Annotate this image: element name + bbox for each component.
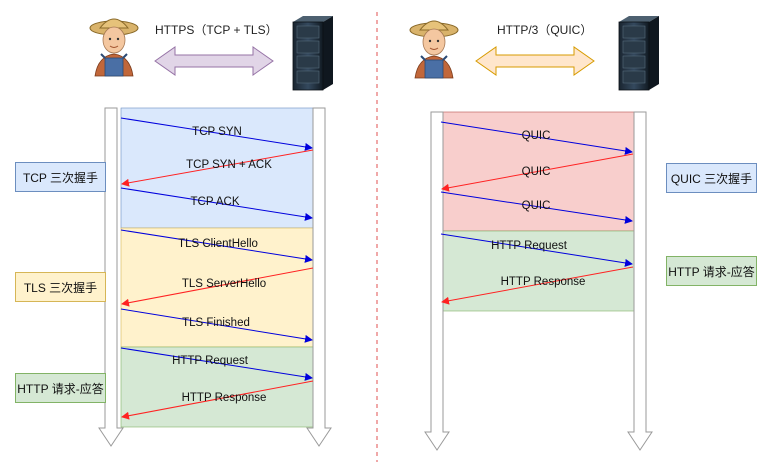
right-client-lifeline	[424, 111, 450, 451]
right-arrow-quic-1	[440, 121, 633, 155]
left-arrow-http-request	[120, 347, 313, 381]
msg-label-tls-clienthello: TLS ClientHello	[178, 238, 258, 250]
farmer-avatar-icon	[89, 18, 139, 77]
left-arrow-tcp-ack	[120, 187, 313, 221]
msg-label-http-response-right: HTTP Response	[500, 276, 586, 288]
left-server-lifeline	[306, 107, 332, 447]
right-arrow-http-response	[441, 266, 634, 305]
msg-label-tcp-ack: TCP ACK	[190, 196, 240, 208]
msg-label-tcp-syn: TCP SYN	[192, 126, 242, 138]
msg-label-http-request-left: HTTP Request	[172, 355, 248, 367]
left-arrow-tcp-syn	[120, 117, 313, 151]
left-title: HTTPS（TCP + TLS）	[155, 23, 278, 37]
right-arrow-quic-2	[441, 153, 634, 192]
phase-label-http-left: HTTP 请求-应答	[15, 373, 106, 403]
left-arrow-tls-finished	[120, 308, 313, 343]
farmer-avatar-icon	[409, 20, 459, 79]
left-arrow-tls-serverhello	[121, 267, 314, 307]
server-rack-icon	[292, 16, 333, 91]
left-arrow-tls-clienthello	[120, 229, 313, 263]
msg-label-tcp-synack: TCP SYN + ACK	[186, 159, 272, 171]
left-phase-tls-bg	[120, 227, 316, 348]
left-client-lifeline	[98, 107, 124, 447]
left-arrow-tcp-synack	[121, 149, 314, 187]
right-server-lifeline	[627, 111, 653, 451]
server-rack-icon	[618, 16, 659, 91]
left-phase-tcp-bg	[120, 107, 316, 229]
phase-label-http-right: HTTP 请求-应答	[666, 256, 757, 286]
left-arrow-http-response	[121, 380, 314, 420]
right-arrow-http-request	[440, 233, 633, 267]
msg-label-quic-1: QUIC	[521, 130, 551, 142]
phase-label-tls: TLS 三次握手	[15, 272, 106, 302]
msg-label-http-response-left: HTTP Response	[181, 392, 267, 404]
msg-label-tls-finished: TLS Finished	[182, 317, 250, 329]
right-phase-http-bg	[440, 230, 636, 312]
msg-label-tls-serverhello: TLS ServerHello	[181, 278, 267, 290]
msg-label-quic-2: QUIC	[521, 166, 551, 178]
right-connection-double-arrow	[475, 46, 595, 76]
msg-label-quic-3: QUIC	[521, 200, 551, 212]
msg-label-http-request-right: HTTP Request	[491, 240, 567, 252]
right-title: HTTP/3（QUIC）	[497, 23, 593, 37]
left-connection-double-arrow	[154, 46, 274, 76]
phase-label-quic: QUIC 三次握手	[666, 163, 757, 193]
phase-label-tcp: TCP 三次握手	[15, 162, 106, 192]
right-arrow-quic-3	[440, 191, 633, 224]
